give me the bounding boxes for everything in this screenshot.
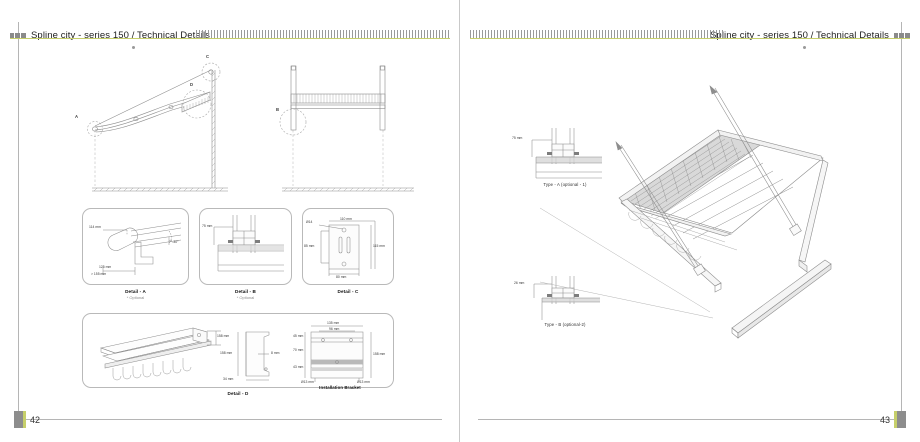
page-number-right: 43	[879, 414, 890, 425]
header-dot-marker	[132, 46, 135, 49]
page-number-bar-icon	[894, 411, 906, 428]
detail-a-card: 114 mm 7°-30° 125 mm > 155 mm	[82, 208, 189, 285]
callout-label-a: A	[75, 114, 79, 119]
right-page-frame	[478, 22, 902, 420]
header-dot-marker	[803, 46, 806, 49]
type-b-dim-26: 26 mm	[514, 281, 525, 285]
detail-b-caption: Detail - B * Optional	[199, 289, 292, 300]
right-page: Spline city - series 150 / Technical Det…	[460, 0, 920, 442]
callout-label-b: B	[276, 107, 280, 112]
header-mark-icon	[10, 32, 26, 38]
side-elevation-drawing: A C D	[70, 52, 250, 200]
detail-a-dim-125: 125 mm	[99, 265, 112, 269]
detail-a-dim-angle: 7°-30°	[169, 240, 179, 244]
detail-b-card: 75 mm	[199, 208, 292, 285]
detail-c-title: Detail - C	[337, 289, 359, 294]
detail-a-caption: Detail - A * Optional	[82, 289, 189, 300]
bracket-dim-135: 135 mm	[327, 321, 340, 325]
profile-dim-158: 158 mm	[220, 351, 233, 355]
header-accent-rule	[10, 38, 450, 39]
detail-d-card: 158 mm 158 mm 8 mm 34 mm 135 mm 96 mm 45…	[82, 313, 394, 390]
profile-dim-8: 8 mm	[271, 351, 280, 355]
type-b-drawing: 26 mm Type - B (optional-2)	[510, 272, 620, 327]
detail-c-caption: Detail - C	[302, 289, 394, 294]
left-page: Spline city - series 150 / Technical Det…	[10, 0, 460, 442]
right-page-header: Spline city - series 150 / Technical Det…	[710, 26, 910, 44]
page-number-left: 42	[30, 414, 41, 425]
header-title: Spline city - series 150 / Technical Det…	[31, 29, 210, 41]
type-b-caption: Type - B (optional-2)	[544, 322, 586, 327]
header-title: Spline city - series 150 / Technical Det…	[710, 29, 889, 41]
detail-a-subtitle: * Optional	[126, 295, 145, 300]
type-a-dim-75: 75 mm	[512, 136, 523, 140]
bracket-dim-hole-left: Ø13 mm	[301, 380, 314, 384]
header-dotted-rule	[196, 30, 450, 38]
left-page-header: Spline city - series 150 / Technical Det…	[10, 26, 210, 44]
page-number-bar-icon	[14, 411, 26, 428]
header-mark-icon	[894, 32, 910, 38]
detail-a-title: Detail - A	[125, 289, 146, 294]
bracket-dim-hole-right: Ø13 mm	[357, 380, 370, 384]
detail-d-dim-158: 158 mm	[217, 334, 230, 338]
bracket-dim-45: 45 mm	[293, 334, 304, 338]
profile-dim-34: 34 mm	[223, 377, 234, 381]
detail-d-caption: Detail - D	[198, 391, 278, 396]
detail-c-dim-d14: Ø14	[306, 220, 313, 224]
callout-label-c: C	[206, 54, 210, 59]
detail-c-dim-80: 80 mm	[336, 275, 347, 279]
detail-b-title: Detail - B	[235, 289, 256, 294]
right-page-number: 43	[880, 411, 906, 428]
pergola-isometric-view	[539, 70, 895, 360]
detail-c-dim-115: 115 mm	[373, 244, 385, 248]
header-accent-rule	[470, 38, 910, 39]
callout-label-d: D	[190, 82, 194, 87]
detail-c-card: Ø14 110 mm 85 mm 115 mm 80 mm	[302, 208, 394, 285]
detail-a-dim-155: > 155 mm	[91, 272, 107, 276]
left-page-frame	[18, 22, 442, 420]
bracket-dim-43: 43 mm	[293, 365, 304, 369]
installation-bracket-title: Installation Bracket	[319, 385, 361, 390]
front-elevation-drawing: B	[262, 52, 432, 200]
header-dotted-rule	[470, 30, 724, 38]
detail-c-dim-85: 85 mm	[304, 244, 315, 248]
type-a-drawing: 75 mm Type - A (optional - 1)	[510, 120, 620, 187]
detail-a-dim-114: 114 mm	[89, 225, 101, 229]
detail-b-dim-75: 75 mm	[202, 224, 213, 228]
type-a-caption: Type - A (optional - 1)	[543, 182, 587, 187]
bracket-dim-70: 70 mm	[293, 348, 304, 352]
detail-d-title: Detail - D	[227, 391, 249, 396]
detail-b-subtitle: * Optional	[236, 295, 255, 300]
bracket-dim-158: 158 mm	[373, 352, 386, 356]
bracket-dim-96: 96 mm	[329, 327, 340, 331]
detail-c-dim-110: 110 mm	[340, 217, 352, 221]
left-page-number: 42	[14, 411, 40, 428]
